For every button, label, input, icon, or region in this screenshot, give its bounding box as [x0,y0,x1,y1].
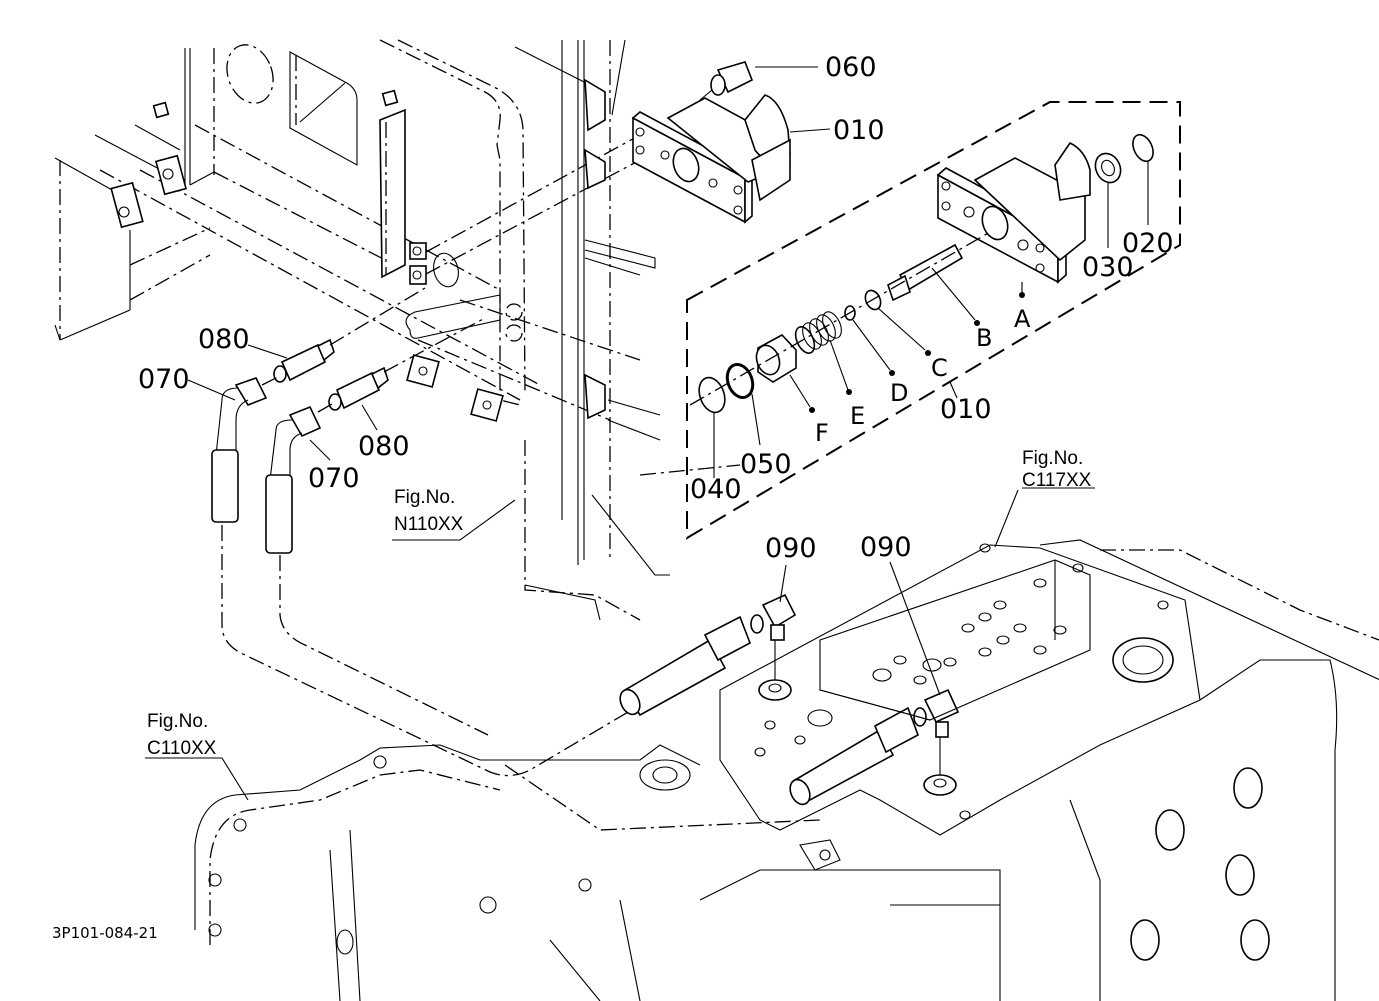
fig-code: C110XX [147,738,217,759]
rops-post [524,39,741,621]
fig-code: C117XX [1022,470,1092,491]
quick-couplers [619,593,960,806]
figure-reference-n110: Fig.No. N110XX [394,487,464,535]
valve-body-exploded [936,133,1154,298]
fig-caption: Fig.No. [394,487,455,508]
label-070-left: 070 [138,364,190,395]
figure-reference-c110: Fig.No. C110XX [147,711,217,759]
subpart-labels: A B C D E F [815,305,1031,447]
fig-code: N110XX [394,514,464,535]
label-080-left: 080 [198,324,250,355]
label-040: 040 [690,474,742,505]
exploded-view-box [686,101,1181,540]
label-010-box: 010 [940,394,992,425]
label-010-top: 010 [833,115,885,146]
document-code: 3P101-084-21 [52,924,158,942]
transmission-case-c110 [194,539,1379,1001]
leader-lines [145,66,1095,801]
label-070-right: 070 [308,463,360,494]
hose-routing [221,525,821,831]
port-holes [754,543,1169,820]
label-060: 060 [825,52,877,83]
hose-fittings [211,287,486,554]
label-b: B [976,324,992,352]
spring-e [794,311,842,354]
label-050: 050 [740,449,792,480]
solenoid-valve-assembly [631,61,791,224]
frame-structure [54,39,641,422]
valve-internals-exploded [689,231,991,478]
label-d: D [890,379,908,407]
label-e: E [850,402,865,430]
valve-block-c117 [719,543,1201,836]
fig-caption: Fig.No. [1022,448,1083,469]
fig-caption: Fig.No. [147,711,208,732]
label-c: C [931,354,948,382]
part-labels: 060 010 020 030 010 050 040 080 070 080 … [138,52,1174,564]
label-090-left: 090 [765,533,817,564]
label-090-right: 090 [860,532,912,563]
label-a: A [1014,305,1031,333]
label-f: F [815,419,829,447]
label-020: 020 [1122,228,1174,259]
label-080-right: 080 [358,431,410,462]
figure-reference-c117: Fig.No. C117XX [1022,448,1092,491]
label-030: 030 [1082,252,1134,283]
